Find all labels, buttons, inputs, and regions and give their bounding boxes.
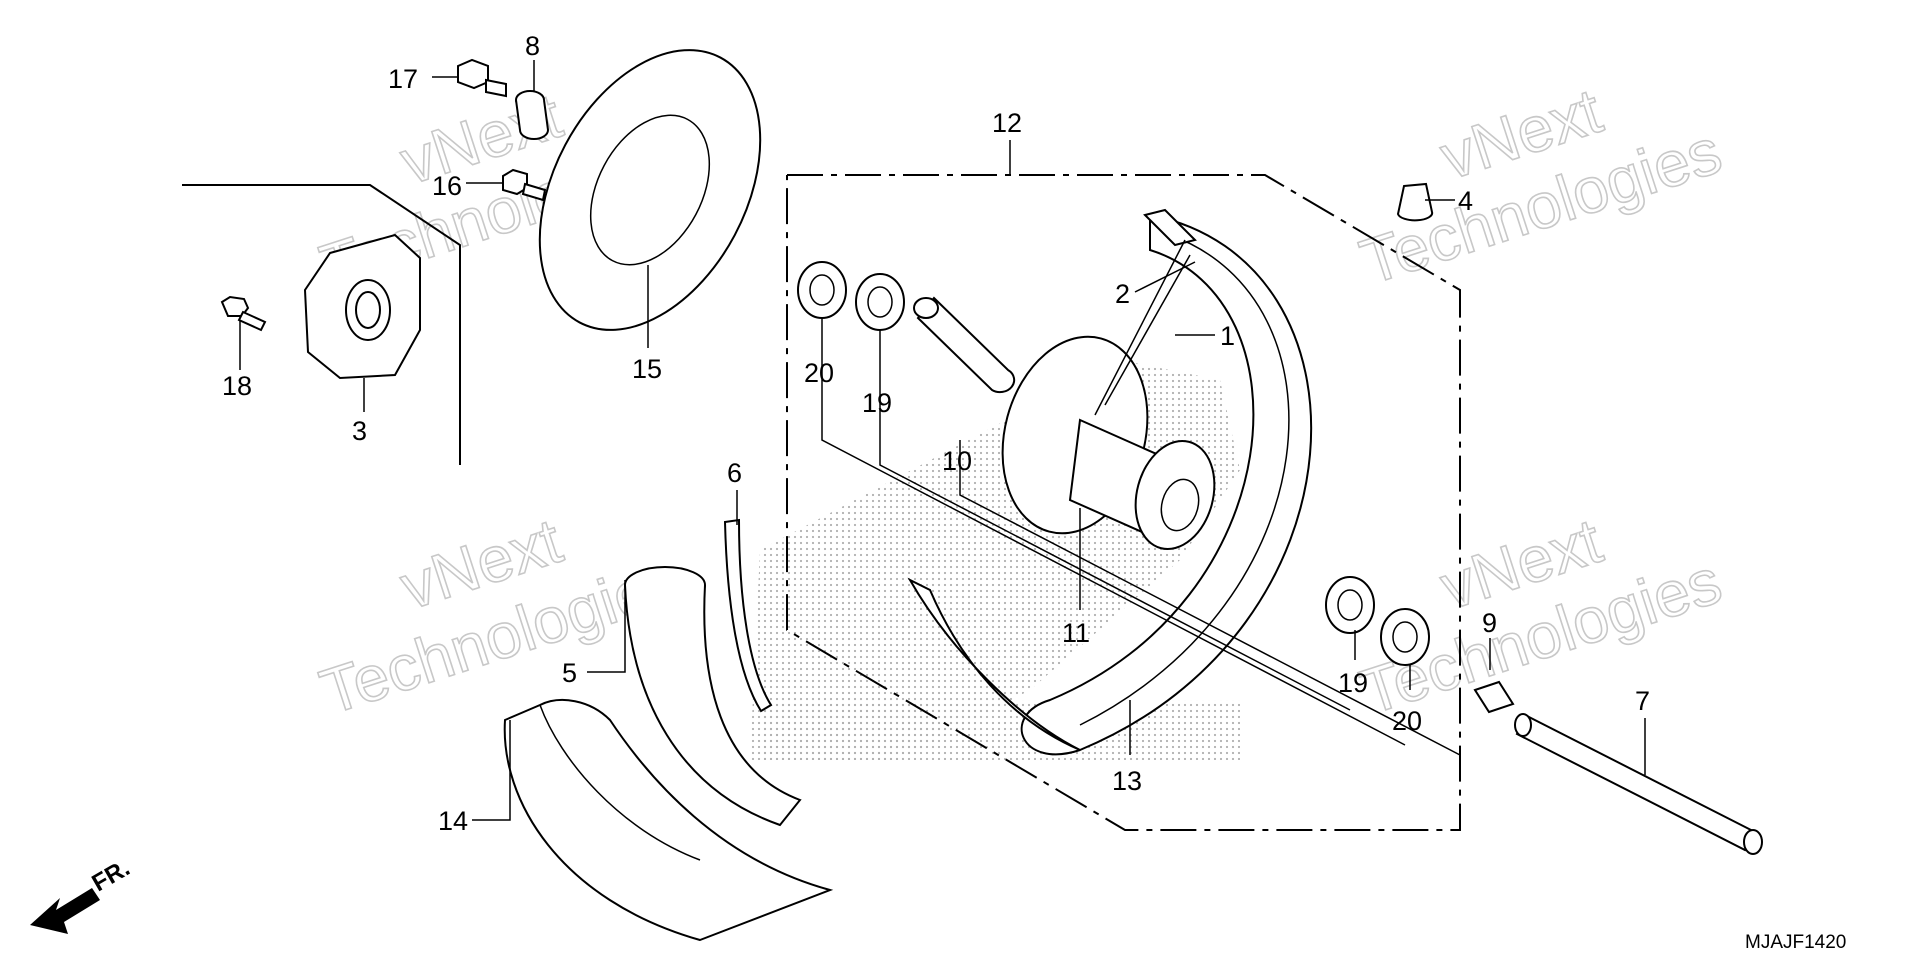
callout-7: 7 bbox=[1635, 686, 1650, 716]
tire-14-icon bbox=[503, 699, 834, 942]
collar-8-icon bbox=[515, 90, 550, 140]
callout-5: 5 bbox=[562, 658, 577, 688]
bearing-19-lower-icon bbox=[1325, 576, 1375, 634]
callout-16: 16 bbox=[432, 171, 462, 201]
axle-7-icon bbox=[1514, 713, 1763, 855]
wheel-hub-11-icon bbox=[1001, 239, 1216, 551]
callouts: 1 2 3 4 5 6 7 8 9 10 11 12 13 14 15 16 1… bbox=[222, 31, 1650, 836]
callout-1: 1 bbox=[1220, 321, 1235, 351]
callout-13: 13 bbox=[1112, 766, 1142, 796]
callout-11: 11 bbox=[1062, 618, 1090, 648]
front-label: FR. bbox=[88, 854, 135, 897]
callout-2: 2 bbox=[1115, 279, 1130, 309]
hub-flange-3-icon bbox=[303, 233, 421, 380]
inner-tube-5-icon bbox=[624, 566, 802, 827]
callout-6: 6 bbox=[727, 458, 742, 488]
diagram-code: MJAJF1420 bbox=[1745, 932, 1846, 953]
bearing-19-upper-icon bbox=[855, 273, 905, 331]
callout-14: 14 bbox=[438, 806, 468, 836]
callout-20-lower: 20 bbox=[1392, 706, 1422, 736]
brake-disc-15-icon bbox=[538, 49, 762, 331]
callout-15: 15 bbox=[632, 354, 662, 384]
callout-20-upper: 20 bbox=[804, 358, 834, 388]
callout-10: 10 bbox=[942, 446, 972, 476]
callout-18: 18 bbox=[222, 371, 252, 401]
collar-9-icon bbox=[1473, 680, 1515, 714]
bolt-18-icon bbox=[220, 295, 267, 332]
callout-3: 3 bbox=[352, 416, 367, 446]
bearing-20-lower-icon bbox=[1380, 608, 1430, 666]
callout-9: 9 bbox=[1482, 608, 1497, 638]
callout-17: 17 bbox=[388, 64, 418, 94]
bolt-17-icon bbox=[457, 58, 507, 98]
callout-19-upper: 19 bbox=[862, 388, 892, 418]
fork-outline bbox=[182, 184, 461, 465]
rim-band-6-icon bbox=[723, 518, 773, 713]
front-arrow-icon: FR. bbox=[30, 854, 134, 934]
leader-lines bbox=[239, 60, 1646, 821]
callout-19-lower: 19 bbox=[1338, 668, 1368, 698]
assembly-boundary bbox=[786, 174, 1461, 831]
bolt-16-icon bbox=[502, 168, 547, 202]
bearing-20-upper-icon bbox=[797, 261, 847, 319]
callout-8: 8 bbox=[525, 31, 540, 61]
callout-4: 4 bbox=[1458, 186, 1473, 216]
wheel-rim-13-icon bbox=[907, 208, 1313, 756]
callout-12: 12 bbox=[992, 108, 1022, 138]
spacer-10-icon bbox=[913, 296, 1016, 394]
valve-cap-4-icon bbox=[1396, 182, 1434, 222]
